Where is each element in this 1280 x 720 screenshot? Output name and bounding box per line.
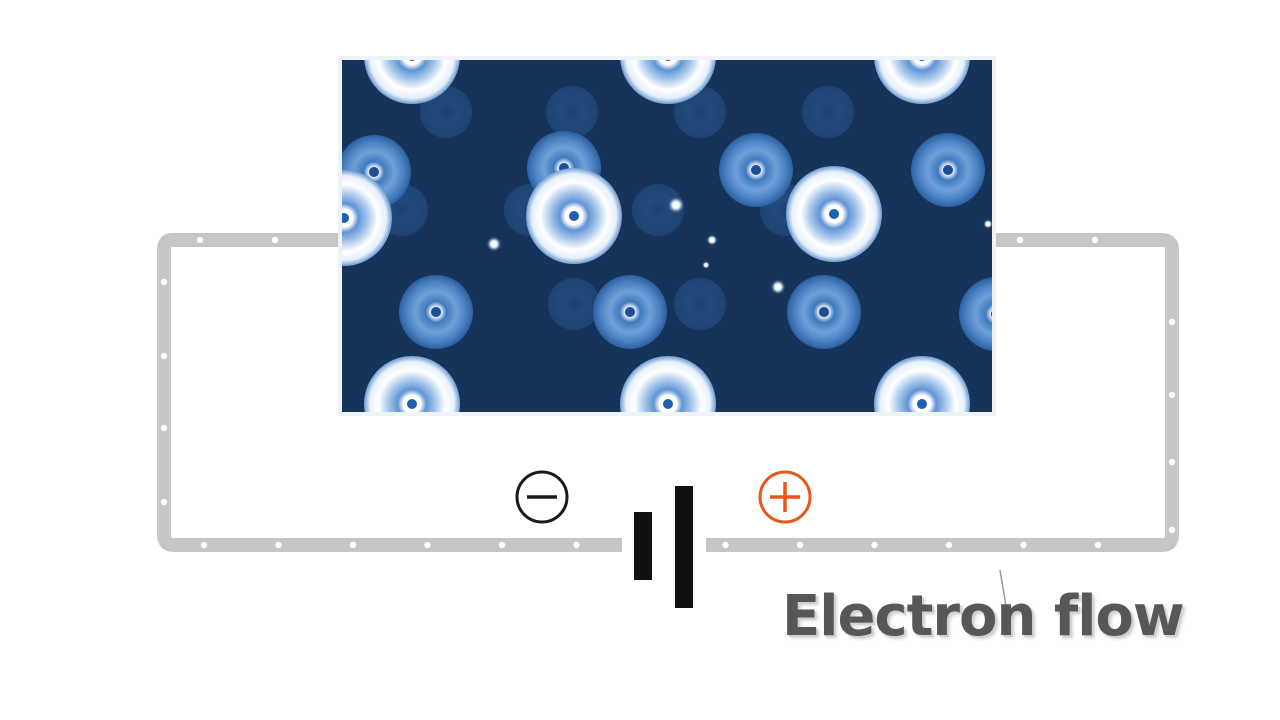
wire-dot: [871, 541, 878, 549]
ion-core: [665, 60, 671, 61]
wire-dot: [196, 236, 204, 244]
battery-positive-plate: [675, 486, 693, 608]
bright-ion: [874, 60, 970, 104]
ion-core: [663, 399, 673, 409]
plus-circle-icon: [758, 470, 812, 524]
wire-electron-dots: [160, 236, 1176, 549]
dim-ion: [546, 86, 598, 138]
wire-dot: [275, 541, 282, 549]
wire-dot: [160, 424, 168, 432]
ion-core: [943, 165, 953, 175]
wire-dot: [945, 541, 953, 549]
minus-circle-icon: [515, 470, 569, 524]
ion-core: [751, 165, 761, 175]
ion-core: [569, 211, 579, 221]
wire-dot: [160, 498, 168, 506]
caption-pointer: [999, 569, 1007, 607]
free-electron-core: [704, 263, 708, 267]
wire-dot: [1091, 236, 1099, 244]
wire-dot: [722, 541, 729, 549]
wire-dot: [200, 541, 208, 549]
wire-dot: [796, 541, 804, 549]
ion-core: [829, 209, 839, 219]
free-electron-core: [491, 241, 497, 247]
ion-core: [369, 167, 379, 177]
bright-ion: [342, 170, 392, 266]
wire-dot: [498, 541, 506, 549]
free-electron-core: [672, 201, 680, 209]
wire-dot: [160, 278, 168, 286]
wire-dot: [349, 541, 357, 549]
bright-ion: [364, 60, 460, 104]
dim-ion: [632, 184, 684, 236]
ion-highlight: [403, 60, 421, 65]
battery-negative-plate: [634, 512, 652, 580]
free-electron-core: [775, 284, 781, 290]
wire-dot: [271, 236, 279, 244]
wire-dot: [1168, 458, 1176, 466]
wire-dot: [424, 541, 431, 549]
bright-ion: [620, 60, 716, 104]
ion-core: [991, 311, 992, 317]
ion-core: [409, 60, 415, 61]
ion-core: [917, 399, 927, 409]
wire-dot: [160, 352, 168, 360]
wire-dot: [573, 541, 580, 549]
ion-core: [407, 399, 417, 409]
free-electron-core: [986, 222, 990, 226]
bright-ion: [874, 356, 970, 412]
wire-dot: [1168, 318, 1176, 326]
bright-ion: [620, 356, 716, 412]
wire-dot: [1094, 541, 1102, 549]
ion-core: [919, 60, 925, 61]
wire-dot: [1016, 236, 1024, 244]
dim-ion: [674, 278, 726, 330]
ion-highlight: [913, 60, 931, 65]
bright-ion: [364, 356, 460, 412]
ion-core: [819, 307, 829, 317]
ion-core: [342, 213, 349, 223]
dim-ion: [802, 86, 854, 138]
lattice-ions: [342, 60, 992, 412]
lattice-ion: [959, 277, 992, 351]
wire-dot: [1168, 526, 1176, 534]
ion-core: [625, 307, 635, 317]
ion-highlight: [659, 60, 677, 65]
electron-flow-caption: Electron flow: [782, 584, 1185, 649]
metal-lattice: [338, 56, 996, 416]
wire-dot: [1168, 391, 1176, 399]
wire-dot: [1020, 541, 1027, 549]
free-electron-core: [709, 237, 715, 243]
ion-core: [431, 307, 441, 317]
battery-cell-icon: [622, 486, 706, 608]
dim-ion: [548, 278, 600, 330]
